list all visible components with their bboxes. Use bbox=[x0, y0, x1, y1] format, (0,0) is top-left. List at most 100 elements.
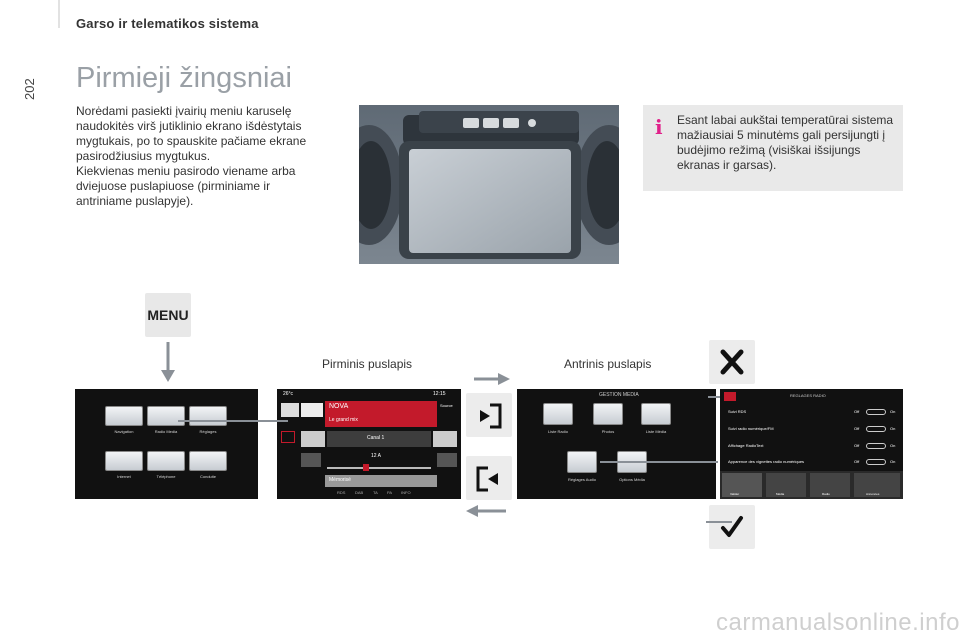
section-title: Garso ir telematikos sistema bbox=[76, 16, 259, 31]
menu-tile-radio-media[interactable] bbox=[147, 406, 185, 426]
page-heading: Pirmieji žingsniai bbox=[76, 62, 292, 94]
screen-title: REGLAGES RADIO bbox=[790, 393, 826, 398]
seek-forward-button[interactable] bbox=[437, 453, 457, 467]
fm-icon bbox=[281, 403, 299, 417]
band-label: DAB bbox=[355, 490, 364, 495]
tab-validate[interactable] bbox=[722, 473, 762, 497]
frequency-slider-thumb[interactable] bbox=[363, 464, 369, 471]
dashboard-photo bbox=[359, 105, 619, 264]
memorise-label: Mémorisé bbox=[329, 477, 351, 483]
band-label: TA bbox=[373, 490, 378, 495]
menu-tile-label: Internet bbox=[117, 474, 131, 479]
station-subtitle: Le grand mix bbox=[329, 417, 358, 423]
media-tile-audio-settings[interactable] bbox=[567, 451, 597, 473]
tab-announcements[interactable] bbox=[854, 473, 900, 497]
menu-tile-label: Conduite bbox=[199, 474, 216, 479]
tab-label: Radio bbox=[822, 492, 830, 496]
band-label: PA bbox=[387, 490, 393, 495]
setting-off-label: Off bbox=[854, 426, 860, 431]
media-tile-label: Liste Radio bbox=[547, 429, 568, 434]
setting-label: Suivi radio numérique/FM bbox=[728, 426, 774, 431]
previous-channel-button[interactable] bbox=[301, 431, 325, 447]
tab-label: Média bbox=[776, 492, 785, 496]
station-name: NOVA bbox=[329, 403, 349, 410]
menu-tile-internet[interactable] bbox=[105, 451, 143, 471]
setting-toggle[interactable] bbox=[866, 459, 886, 465]
setting-label: Suivi RDS bbox=[728, 409, 747, 414]
page-number: 202 bbox=[22, 78, 37, 100]
menu-down-arrowhead bbox=[161, 370, 175, 382]
menu-tile-label: Téléphone bbox=[156, 474, 176, 479]
channel-display bbox=[327, 431, 431, 447]
media-tile-media-list[interactable] bbox=[641, 403, 671, 425]
setting-off-label: Off bbox=[854, 443, 860, 448]
intro-text: Norėdami pasiekti įvairių meniu karuselę… bbox=[76, 104, 328, 209]
tab-media[interactable] bbox=[766, 473, 806, 497]
media-tile-radio-list[interactable] bbox=[543, 403, 573, 425]
media-tile-label: Réglages Audio bbox=[567, 477, 597, 482]
primary-page-screen: 26°c 12:15 NOVA Le grand mix Source Cana… bbox=[277, 389, 461, 499]
media-tile-photos[interactable] bbox=[593, 403, 623, 425]
setting-off-label: Off bbox=[854, 459, 860, 464]
secondary-page-screen: GESTION MEDIA Liste Radio Photos Liste M… bbox=[517, 389, 716, 499]
primary-page-label: Pirminis puslapis bbox=[322, 357, 413, 371]
intro-paragraph-2: Kiekvienas meniu pasirodo viename arba d… bbox=[76, 164, 296, 208]
media-tile-label: Photos bbox=[601, 429, 615, 434]
now-playing-panel bbox=[325, 401, 437, 427]
setting-toggle[interactable] bbox=[866, 426, 886, 432]
screen-title: GESTION MEDIA bbox=[599, 392, 639, 398]
band-label: INFO bbox=[401, 490, 411, 495]
checkmark-icon bbox=[721, 516, 743, 537]
frequency-slider[interactable] bbox=[327, 467, 431, 469]
screen-back-icon[interactable] bbox=[281, 431, 295, 443]
temperature: 26°c bbox=[283, 391, 294, 397]
intro-paragraph-1: Norėdami pasiekti įvairių meniu karuselę… bbox=[76, 104, 307, 163]
radio-settings-screen: REGLAGES RADIO Suivi RDS Off On Suivi ra… bbox=[720, 389, 903, 499]
next-page-icon bbox=[480, 403, 502, 429]
tab-label: Annonces bbox=[866, 492, 880, 496]
side-rule bbox=[58, 0, 60, 28]
menu-tile-navigation[interactable] bbox=[105, 406, 143, 426]
setting-toggle[interactable] bbox=[866, 409, 886, 415]
info-icon: i bbox=[655, 115, 663, 139]
setting-on-label: On bbox=[890, 459, 896, 464]
setting-label: Apparence des vignettes radio numériques bbox=[728, 459, 805, 464]
clock: 12:15 bbox=[433, 391, 446, 397]
next-page-button[interactable] bbox=[466, 393, 512, 437]
tab-label: Valider bbox=[730, 492, 740, 496]
setting-on-label: On bbox=[890, 443, 896, 448]
setting-toggle[interactable] bbox=[866, 443, 886, 449]
channel-label: Canal 1 bbox=[367, 435, 385, 441]
frequency-label: 12 A bbox=[371, 453, 382, 459]
seek-back-button[interactable] bbox=[301, 453, 321, 467]
confirm-button[interactable] bbox=[709, 505, 755, 549]
menu-tile-driving[interactable] bbox=[189, 451, 227, 471]
menu-tile-telephone[interactable] bbox=[147, 451, 185, 471]
media-tile-media-options[interactable] bbox=[617, 451, 647, 473]
info-box: i Esant labai aukštai temperatūrai siste… bbox=[643, 105, 903, 191]
station-logo bbox=[301, 403, 323, 417]
close-button[interactable] bbox=[709, 340, 755, 384]
setting-label: Affichage RadioText bbox=[728, 443, 764, 448]
watermark: carmanualsonline.info bbox=[716, 609, 960, 636]
media-tile-label: Liste Média bbox=[645, 429, 667, 434]
media-tile-label: Options Média bbox=[619, 477, 645, 482]
memorise-bar[interactable] bbox=[325, 475, 437, 487]
menu-button[interactable]: MENU bbox=[145, 293, 191, 337]
menu-tile-label: Réglages bbox=[199, 429, 217, 434]
settings-close-icon[interactable] bbox=[724, 392, 736, 401]
previous-page-icon bbox=[476, 466, 498, 492]
setting-on-label: On bbox=[890, 409, 896, 414]
back-arrowhead bbox=[466, 505, 478, 517]
close-icon bbox=[720, 349, 744, 375]
previous-page-button[interactable] bbox=[466, 456, 512, 500]
secondary-page-label: Antrinis puslapis bbox=[564, 357, 652, 371]
setting-on-label: On bbox=[890, 426, 896, 431]
source-label: Source bbox=[440, 403, 453, 408]
menu-tile-settings[interactable] bbox=[189, 406, 227, 426]
tab-radio[interactable] bbox=[810, 473, 850, 497]
info-text: Esant labai aukštai temperatūrai sistema… bbox=[677, 113, 894, 172]
menu-tile-label: Radio Media bbox=[154, 429, 178, 434]
next-channel-button[interactable] bbox=[433, 431, 457, 447]
